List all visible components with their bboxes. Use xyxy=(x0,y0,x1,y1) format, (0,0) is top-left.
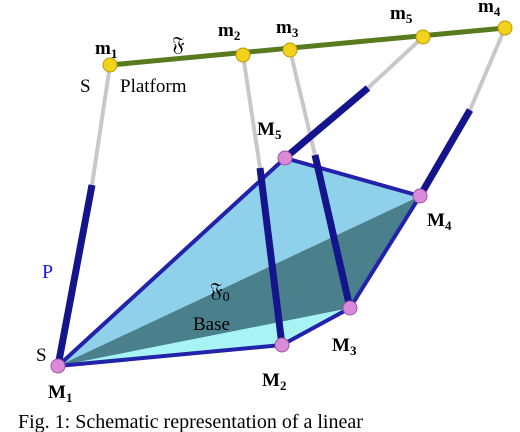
label-M3: M3 xyxy=(332,335,357,358)
platform-joint-m2 xyxy=(235,47,251,63)
label-m4: m4 xyxy=(478,0,501,19)
base-joint-M3 xyxy=(342,300,358,316)
base-polygon xyxy=(56,156,422,368)
platform-joint-m1 xyxy=(102,57,118,73)
label-m3: m3 xyxy=(276,17,299,40)
platform-joint-m4 xyxy=(497,20,513,36)
leg-5-actuator xyxy=(282,85,371,161)
base-joints xyxy=(50,150,428,374)
base-label: Base xyxy=(193,314,230,335)
leg-2-rod xyxy=(241,54,262,169)
base-edge-outline xyxy=(56,156,422,368)
base-frame-symbol: 𝔉0 xyxy=(210,280,230,305)
legs xyxy=(54,27,507,367)
leg-5-rod xyxy=(366,35,425,90)
leg-4-rod xyxy=(468,27,507,111)
joint-label-bottom: S xyxy=(36,345,47,366)
base-joint-M1 xyxy=(50,358,66,374)
platform-joint-m5 xyxy=(415,29,431,45)
label-M5: M5 xyxy=(257,119,282,142)
label-M1: M1 xyxy=(48,382,72,405)
label-M2: M2 xyxy=(262,370,286,393)
platform-bar xyxy=(107,25,508,68)
label-m5: m5 xyxy=(390,3,413,26)
platform-label: Platform xyxy=(120,76,187,97)
leg-2-actuator xyxy=(256,167,286,346)
label-M4: M4 xyxy=(427,210,452,233)
base-face-dark xyxy=(58,196,420,366)
platform-joint-m3 xyxy=(282,42,298,58)
platform-frame-symbol: 𝔉 xyxy=(172,34,185,56)
joint-label-top: S xyxy=(80,76,91,97)
base-joint-M2 xyxy=(274,337,290,353)
leg-1-actuator xyxy=(54,184,96,367)
platform-joints xyxy=(102,20,513,73)
leg-1-rod xyxy=(90,64,112,186)
leg-label: P xyxy=(42,261,53,283)
figure-caption: Fig. 1: Schematic representation of a li… xyxy=(18,411,363,432)
leg-3-actuator xyxy=(311,154,354,309)
label-m2: m2 xyxy=(218,20,240,43)
label-m1: m1 xyxy=(95,38,117,61)
base-joint-M4 xyxy=(412,188,428,204)
base-joint-M5 xyxy=(277,150,293,166)
leg-4-actuator xyxy=(416,108,474,198)
